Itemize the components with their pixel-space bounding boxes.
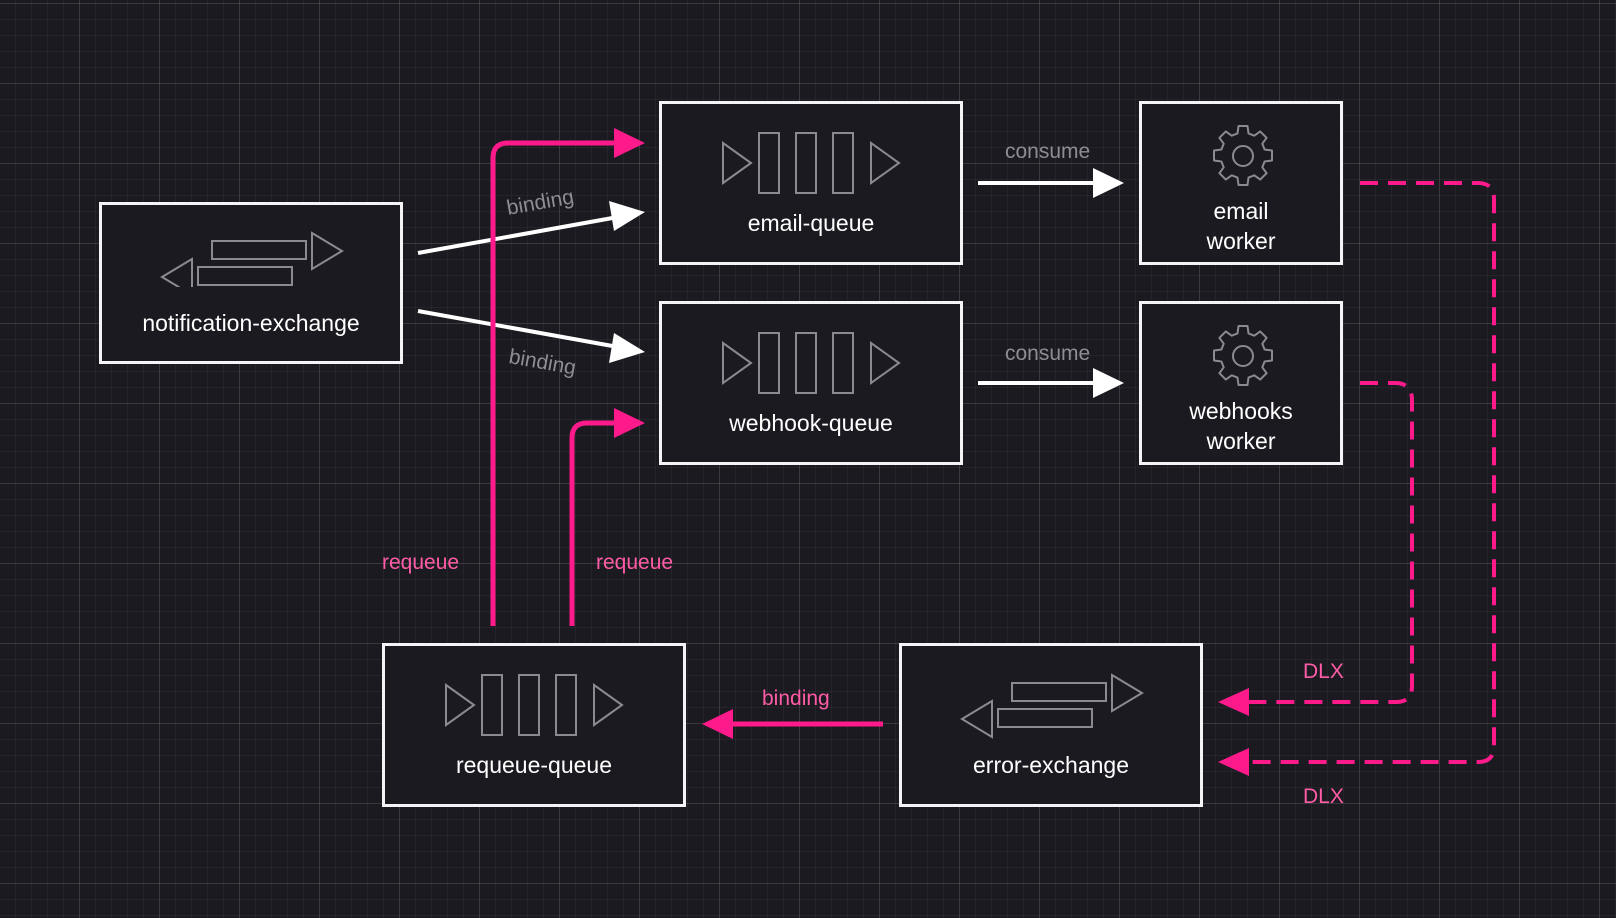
queue-icon bbox=[722, 132, 901, 194]
node-label: requeue-queue bbox=[455, 752, 613, 778]
webhooks-worker-node[interactable]: webhooks worker bbox=[1139, 301, 1343, 465]
exchange-icon bbox=[160, 231, 344, 287]
requeue-arrow-webhook bbox=[569, 408, 645, 626]
edge-label-requeue-email: requeue bbox=[382, 551, 460, 574]
edge-label-dlx-email: DLX bbox=[1303, 785, 1344, 808]
exchange-icon bbox=[960, 673, 1144, 739]
email-worker-node[interactable]: email worker bbox=[1139, 101, 1343, 265]
node-label: webhook-queue bbox=[729, 410, 893, 436]
edge-label-consume-webhook: consume bbox=[1005, 342, 1091, 365]
binding-arrow-webhook bbox=[417, 309, 645, 363]
gear-icon bbox=[1213, 325, 1273, 386]
gear-icon bbox=[1213, 125, 1273, 186]
consume-arrow-webhook bbox=[978, 368, 1124, 398]
email-queue-node[interactable]: email-queue bbox=[659, 101, 963, 265]
notification-exchange-node[interactable]: notification-exchange bbox=[99, 202, 403, 364]
edge-label-binding-error: binding bbox=[762, 687, 830, 710]
node-label: webhooks worker bbox=[1189, 398, 1293, 454]
queue-icon bbox=[445, 674, 624, 736]
edge-label-requeue-webhook: requeue bbox=[596, 551, 674, 574]
consume-arrow-email bbox=[978, 168, 1124, 198]
queue-icon bbox=[722, 332, 901, 394]
edge-label-dlx-webhooks: DLX bbox=[1303, 660, 1344, 683]
node-label: notification-exchange bbox=[142, 310, 360, 336]
binding-arrow-email bbox=[417, 201, 645, 255]
requeue-arrow-email bbox=[490, 128, 645, 626]
dlx-arrow-email bbox=[1218, 181, 1496, 776]
node-label: email-queue bbox=[747, 210, 875, 236]
error-exchange-node[interactable]: error-exchange bbox=[899, 643, 1203, 807]
webhook-queue-node[interactable]: webhook-queue bbox=[659, 301, 963, 465]
edge-label-consume-email: consume bbox=[1005, 140, 1091, 163]
node-label: email worker bbox=[1206, 198, 1276, 254]
node-label: error-exchange bbox=[973, 752, 1129, 778]
requeue-queue-node[interactable]: requeue-queue bbox=[382, 643, 686, 807]
binding-arrow-error bbox=[702, 709, 883, 739]
dlx-arrow-webhooks bbox=[1218, 381, 1414, 716]
